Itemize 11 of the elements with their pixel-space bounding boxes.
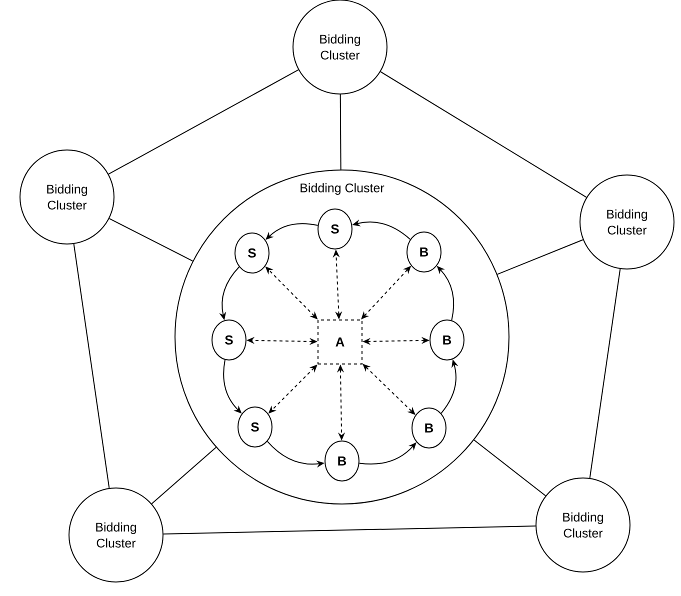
link-line <box>474 440 546 496</box>
link-line <box>496 239 584 275</box>
link-line <box>108 69 299 175</box>
link-line <box>380 71 587 198</box>
link-line <box>151 446 217 504</box>
link-line <box>163 526 536 534</box>
link-line <box>108 218 194 262</box>
link-line <box>340 94 342 170</box>
link-line <box>589 268 621 478</box>
agent-box: A <box>318 320 362 364</box>
link-line <box>73 244 110 488</box>
